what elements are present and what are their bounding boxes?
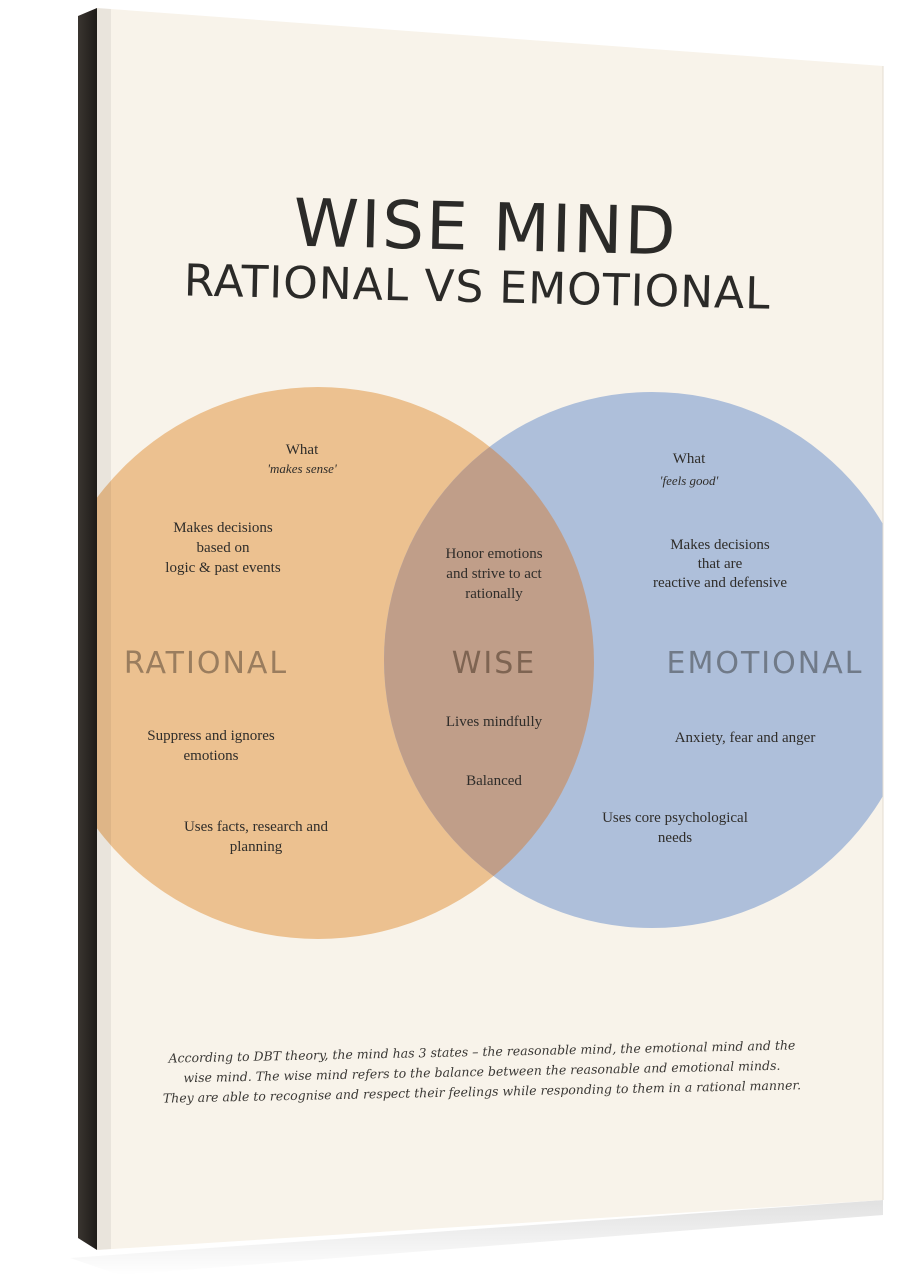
rational-facts-line-1: Uses facts, research and (184, 819, 329, 835)
emotional-what-italic: 'feels good' (660, 473, 719, 488)
wise-balanced: Balanced (466, 773, 522, 789)
canvas-left-edge (78, 8, 97, 1250)
wrap-shading (97, 8, 111, 1250)
rational-decisions-line-2: based on (197, 540, 250, 556)
rational-suppress-line-1: Suppress and ignores (147, 728, 275, 744)
rational-what: What (286, 442, 319, 458)
wise-honor-line-3: rationally (465, 586, 523, 602)
rational-label: RATIONAL (124, 646, 288, 681)
rational-decisions-line-1: Makes decisions (173, 520, 273, 536)
poster-title: WISE MIND (293, 185, 679, 271)
rational-decisions-line-3: logic & past events (165, 560, 281, 576)
emotional-needs-line-1: Uses core psychological (602, 810, 748, 826)
emotional-decisions-line-3: reactive and defensive (653, 575, 787, 591)
rational-suppress-line-2: emotions (184, 748, 239, 764)
emotional-decisions-line-2: that are (698, 556, 743, 572)
emotional-needs-line-2: needs (658, 830, 692, 846)
wise-label: WISE (452, 646, 537, 681)
wise-mindful: Lives mindfully (446, 714, 543, 730)
wise-honor-line-1: Honor emotions (445, 546, 542, 562)
floor-shadow (70, 1200, 883, 1275)
wise-overlap-region (384, 392, 594, 928)
rational-facts-line-2: planning (230, 839, 283, 855)
wise-honor-line-2: and strive to act (446, 566, 542, 582)
canvas-face: WISE MIND RATIONAL VS EMOTIONAL What 'ma… (97, 8, 883, 1250)
emotional-decisions-line-1: Makes decisions (670, 537, 770, 553)
emotional-feelings: Anxiety, fear and anger (675, 730, 816, 746)
rational-what-italic: 'makes sense' (267, 461, 337, 476)
emotional-what: What (673, 451, 706, 467)
emotional-label: EMOTIONAL (667, 646, 864, 681)
